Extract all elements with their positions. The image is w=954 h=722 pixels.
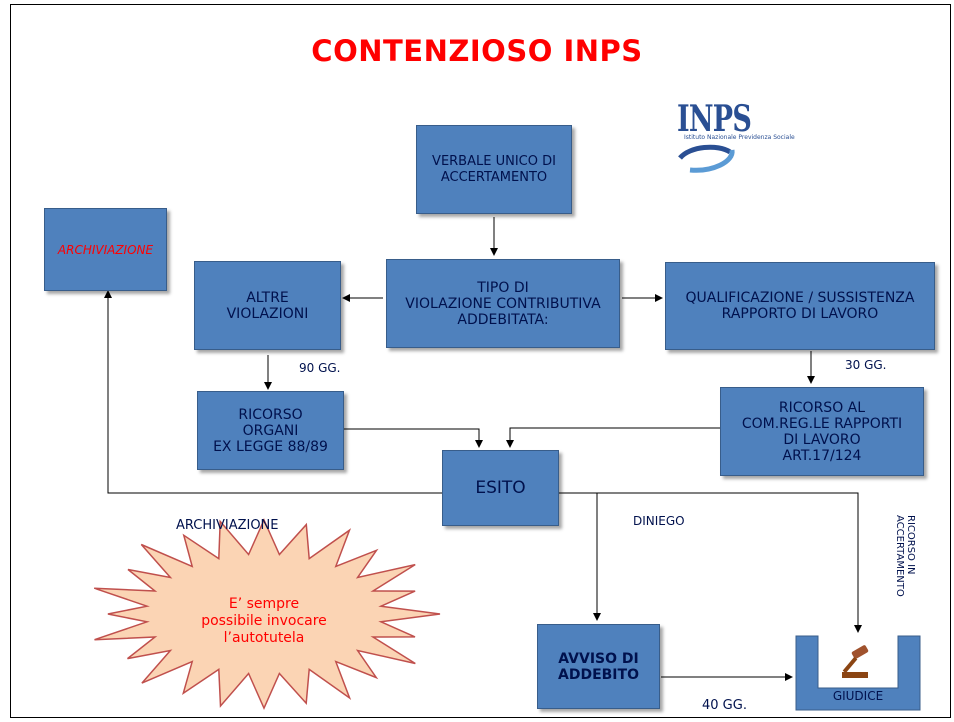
giudice-shape [795,635,921,711]
inps-logo-subtitle: Istituto Nazionale Previdenza Sociale [684,134,795,141]
label-90-gg: 90 GG. [299,361,341,375]
inps-logo-text: INPS [677,98,752,140]
box-giudice: GIUDICE [795,635,921,711]
autotutela-text: E’ sempre possibile invocare l’autotutel… [201,596,327,646]
arrow-esito-archiviazione [104,290,442,494]
label-archiviazione: ARCHIVIAZIONE [176,518,279,533]
arrow-esito-giudice [559,492,862,633]
label-30-gg: 30 GG. [845,358,887,372]
gavel-icon [842,645,869,678]
box-verbale: VERBALE UNICO DI ACCERTAMENTO [416,125,572,214]
box-archiviazione: ARCHIVIAZIONE [44,208,167,291]
box-esito: ESITO [442,450,559,526]
box-ricorso-comitato: RICORSO AL COM.REG.LE RAPPORTI DI LAVORO… [720,387,924,476]
box-qualificazione: QUALIFICAZIONE / SUSSISTENZA RAPPORTO DI… [665,262,935,350]
box-altre-violazioni: ALTRE VIOLAZIONI [194,261,341,350]
inps-logo-icon [678,144,735,173]
box-ricorso-organi: RICORSO ORGANI EX LEGGE 88/89 [197,391,344,470]
box-tipo-violazione: TIPO DI VIOLAZIONE CONTRIBUTIVA ADDEBITA… [386,259,620,348]
box-avviso-addebito: AVVISO DI ADDEBITO [537,624,660,709]
arrow-organi-esito [343,428,483,448]
autotutela-star [93,518,441,711]
slide-frame [10,4,951,718]
label-ricorso-accertamento: RICORSO IN ACCERTAMENTO [894,515,916,597]
arrow-esito-avviso [559,492,601,621]
label-diniego: DINIEGO [633,514,685,528]
label-40-gg: 40 GG. [702,698,747,713]
giudice-label: GIUDICE [832,689,884,703]
arrow-com-esito [506,427,720,448]
slide-title: CONTENZIOSO INPS [311,34,643,68]
label-ricorso-accertamento-wrap: RICORSO IN ACCERTAMENTO [894,515,916,615]
